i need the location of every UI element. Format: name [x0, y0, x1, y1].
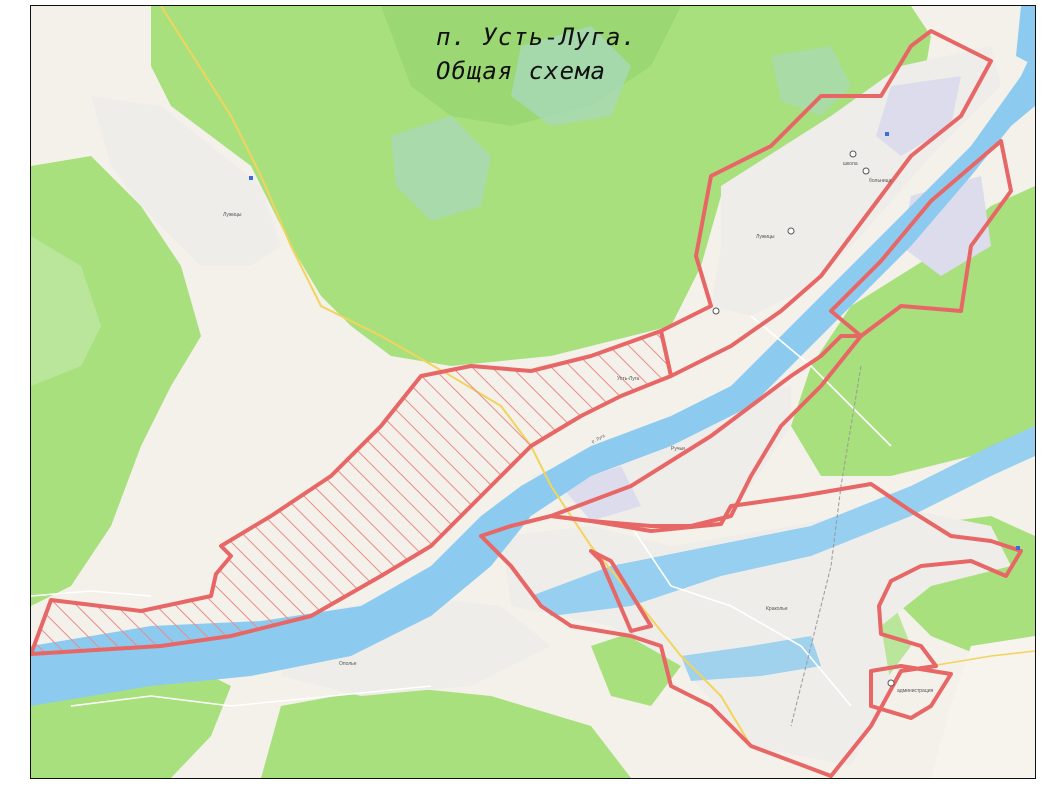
map-title-line-1: п. Усть-Луга.: [436, 23, 637, 51]
label-poi-1: школа: [843, 161, 858, 167]
boundary-south[interactable]: [479, 482, 1023, 778]
poi-marker-3[interactable]: [787, 227, 795, 235]
river-top-right: [1016, 6, 1035, 66]
map-canvas[interactable]: [31, 6, 1035, 778]
road-secondary: [630, 315, 892, 707]
label-village-s: Ополье: [339, 661, 357, 667]
label-settlement-ne: Лужицы: [756, 234, 775, 240]
poi-marker-2[interactable]: [862, 167, 870, 175]
boundary-ne-strip[interactable]: [589, 549, 653, 633]
forest-east: [791, 186, 1035, 476]
map-title: п. Усть-Луга. Общая схема: [436, 20, 637, 88]
settlement-northwest: [91, 96, 281, 266]
label-settlement-center: Усть-Луга: [617, 376, 640, 382]
map-title-line-2: Общая схема: [436, 57, 606, 85]
label-poi-2: больница: [869, 178, 892, 184]
label-district-e: Ручьи: [671, 446, 685, 452]
road-west: [31, 590, 432, 707]
label-village-nw: Лужицы: [223, 212, 242, 218]
poi-marker-7[interactable]: [249, 176, 253, 180]
industrial-north: [876, 76, 961, 156]
wetland-3: [771, 46, 851, 116]
road-east: [930, 650, 1035, 667]
railway: [790, 365, 862, 727]
poi-marker-1[interactable]: [849, 150, 857, 158]
river-branch-south: [531, 426, 1035, 616]
river-oxbow: [681, 636, 821, 681]
label-village-se: Краколье: [766, 606, 788, 612]
label-poi-3: администрация: [897, 688, 934, 694]
poi-marker-4[interactable]: [712, 307, 720, 315]
boundary-east-small[interactable]: [869, 664, 953, 720]
poi-marker-5[interactable]: [887, 679, 895, 687]
field-east: [931, 636, 1035, 778]
boundary-north[interactable]: [659, 29, 993, 378]
boundary-east[interactable]: [829, 139, 1013, 338]
forest-west-2: [31, 236, 101, 386]
wetland-1: [391, 116, 491, 221]
forest-north: [151, 6, 931, 366]
wetland-2: [511, 26, 631, 126]
forest-south-center: [261, 686, 631, 778]
poi-marker-6[interactable]: [885, 132, 889, 136]
boundary-center[interactable]: [549, 334, 863, 528]
poi-marker-8[interactable]: [1016, 546, 1020, 550]
map-frame: п. Усть-Луга. Общая схема Лужицы Ополье …: [30, 5, 1036, 779]
